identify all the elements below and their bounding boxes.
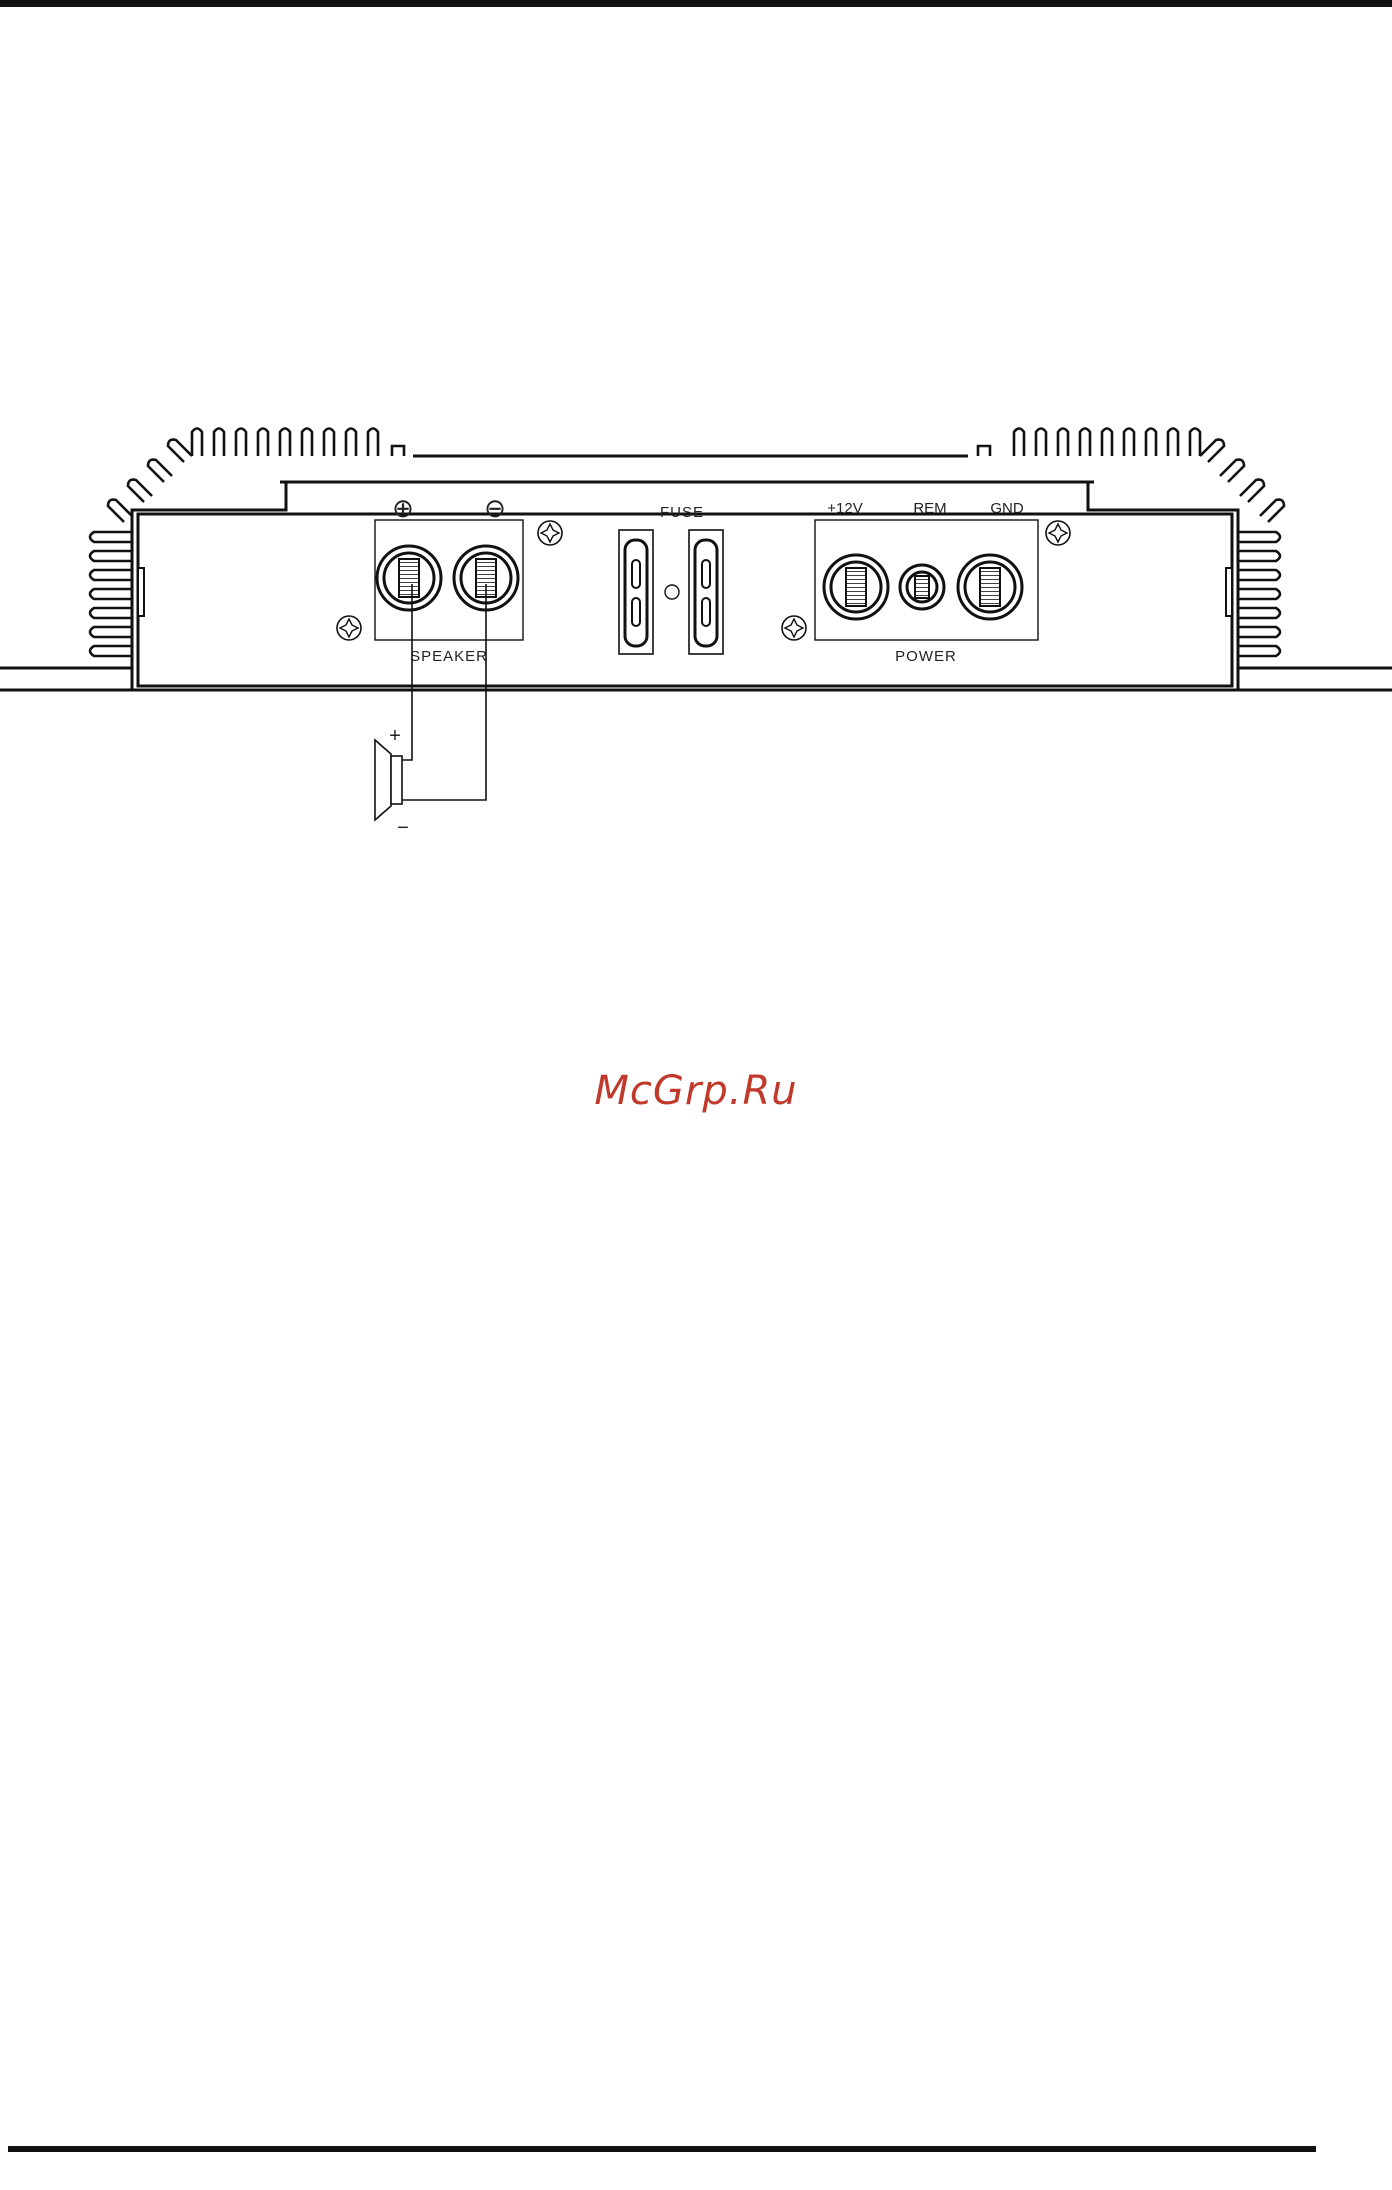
heatsink-fin — [978, 446, 990, 456]
screw-icon — [782, 616, 806, 640]
heatsink-fin — [346, 429, 356, 457]
fuse-label: FUSE — [660, 504, 704, 521]
heatsink-fin — [90, 589, 132, 599]
heatsink-fin — [1238, 570, 1280, 580]
heatsink-fin — [1058, 429, 1068, 457]
panel-tab-right — [1226, 568, 1232, 616]
speaker-plus-mark: + — [389, 725, 401, 747]
speaker-label: SPEAKER — [410, 648, 488, 665]
heatsink-fin — [1102, 429, 1112, 457]
heatsink-fin — [1240, 480, 1264, 502]
heatsink-fin — [1124, 429, 1134, 457]
heatsink-fin — [1080, 429, 1090, 457]
power-12v-terminal[interactable] — [824, 555, 888, 619]
power-rem-terminal[interactable] — [900, 565, 944, 609]
heatsink-fin — [1036, 429, 1046, 457]
heatsink-fin — [168, 440, 192, 462]
screw-icon — [538, 521, 562, 545]
screw-icon — [1046, 521, 1070, 545]
heatsink-fin — [108, 500, 132, 522]
heatsink-fin — [1168, 429, 1178, 457]
power-terminal-gnd-label: GND — [990, 500, 1024, 517]
heatsink-fin — [90, 570, 132, 580]
fuse-left[interactable] — [619, 530, 653, 654]
panel-tab-left — [138, 568, 144, 616]
power-label: POWER — [895, 648, 957, 665]
bottom-rule — [8, 2146, 1316, 2152]
heatsink-fin — [1238, 551, 1280, 561]
heatsink-fin — [90, 627, 132, 637]
speaker-icon — [375, 740, 402, 820]
heatsink-fin — [90, 532, 132, 542]
heatsink-fin — [392, 446, 404, 456]
heatsink-fin — [258, 429, 268, 457]
heatsink-fin — [324, 429, 334, 457]
heatsink-fin — [1190, 429, 1200, 457]
fuse-right[interactable] — [689, 530, 723, 654]
power-terminal-rem-label: REM — [913, 500, 946, 517]
heatsink-fin — [302, 429, 312, 457]
watermark-logo: McGrp.Ru — [0, 1068, 1392, 1114]
speaker-minus-mark: − — [397, 817, 409, 839]
heatsink-fin — [1238, 608, 1280, 618]
heatsink-fin — [1014, 429, 1024, 457]
heatsink-fin — [368, 429, 378, 457]
heatsink-fin — [1220, 460, 1244, 482]
heatsink-fin — [192, 429, 202, 457]
speaker-negative-symbol: ⊖ — [484, 493, 506, 523]
power-terminal-12v-label: +12V — [827, 500, 862, 517]
fuse-indicator-led — [665, 585, 679, 599]
heatsink-fin — [280, 429, 290, 457]
heatsink-fin — [148, 460, 172, 482]
heatsink-fin — [1238, 589, 1280, 599]
heatsink-fin — [1238, 532, 1280, 542]
heatsink-fin — [236, 429, 246, 457]
heatsink-fin — [90, 551, 132, 561]
heatsink-fin — [1200, 440, 1224, 462]
heatsink-fin — [90, 608, 132, 618]
speaker-positive-terminal[interactable] — [377, 546, 441, 610]
power-gnd-terminal[interactable] — [958, 555, 1022, 619]
heatsink-fin — [1260, 500, 1284, 522]
heatsink-fin — [1238, 627, 1280, 637]
mount-flange-left — [0, 668, 132, 690]
heatsink-fin — [1146, 429, 1156, 457]
mount-flange-right — [1238, 668, 1392, 690]
speaker-positive-symbol: ⊕ — [392, 493, 414, 523]
screw-icon — [337, 616, 361, 640]
heatsink-fin — [1238, 646, 1280, 656]
heatsink-fin — [90, 646, 132, 656]
heatsink-fin — [128, 480, 152, 502]
heatsink-fin — [214, 429, 224, 457]
